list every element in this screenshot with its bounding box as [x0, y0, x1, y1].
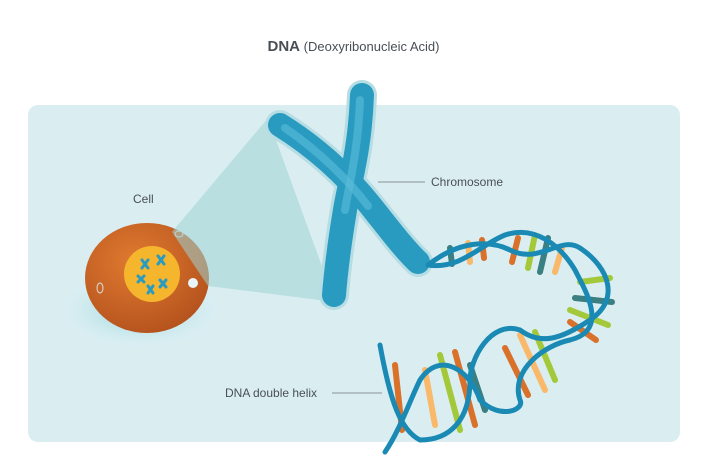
- helix-label: DNA double helix: [225, 386, 318, 400]
- zoom-funnel: [172, 118, 335, 302]
- background-panel: [28, 105, 680, 442]
- chromosome: [265, 80, 433, 310]
- cell: [85, 223, 209, 333]
- cell-chromosomes-icon: [136, 254, 168, 295]
- title-sub: (Deoxyribonucleic Acid): [303, 39, 440, 54]
- dna-helix: [377, 229, 615, 455]
- page-title: DNA (Deoxyribonucleic Acid): [0, 38, 707, 55]
- chromosome-label: Chromosome: [431, 175, 504, 189]
- title-main: DNA: [267, 38, 301, 55]
- cell-label: Cell: [133, 192, 154, 206]
